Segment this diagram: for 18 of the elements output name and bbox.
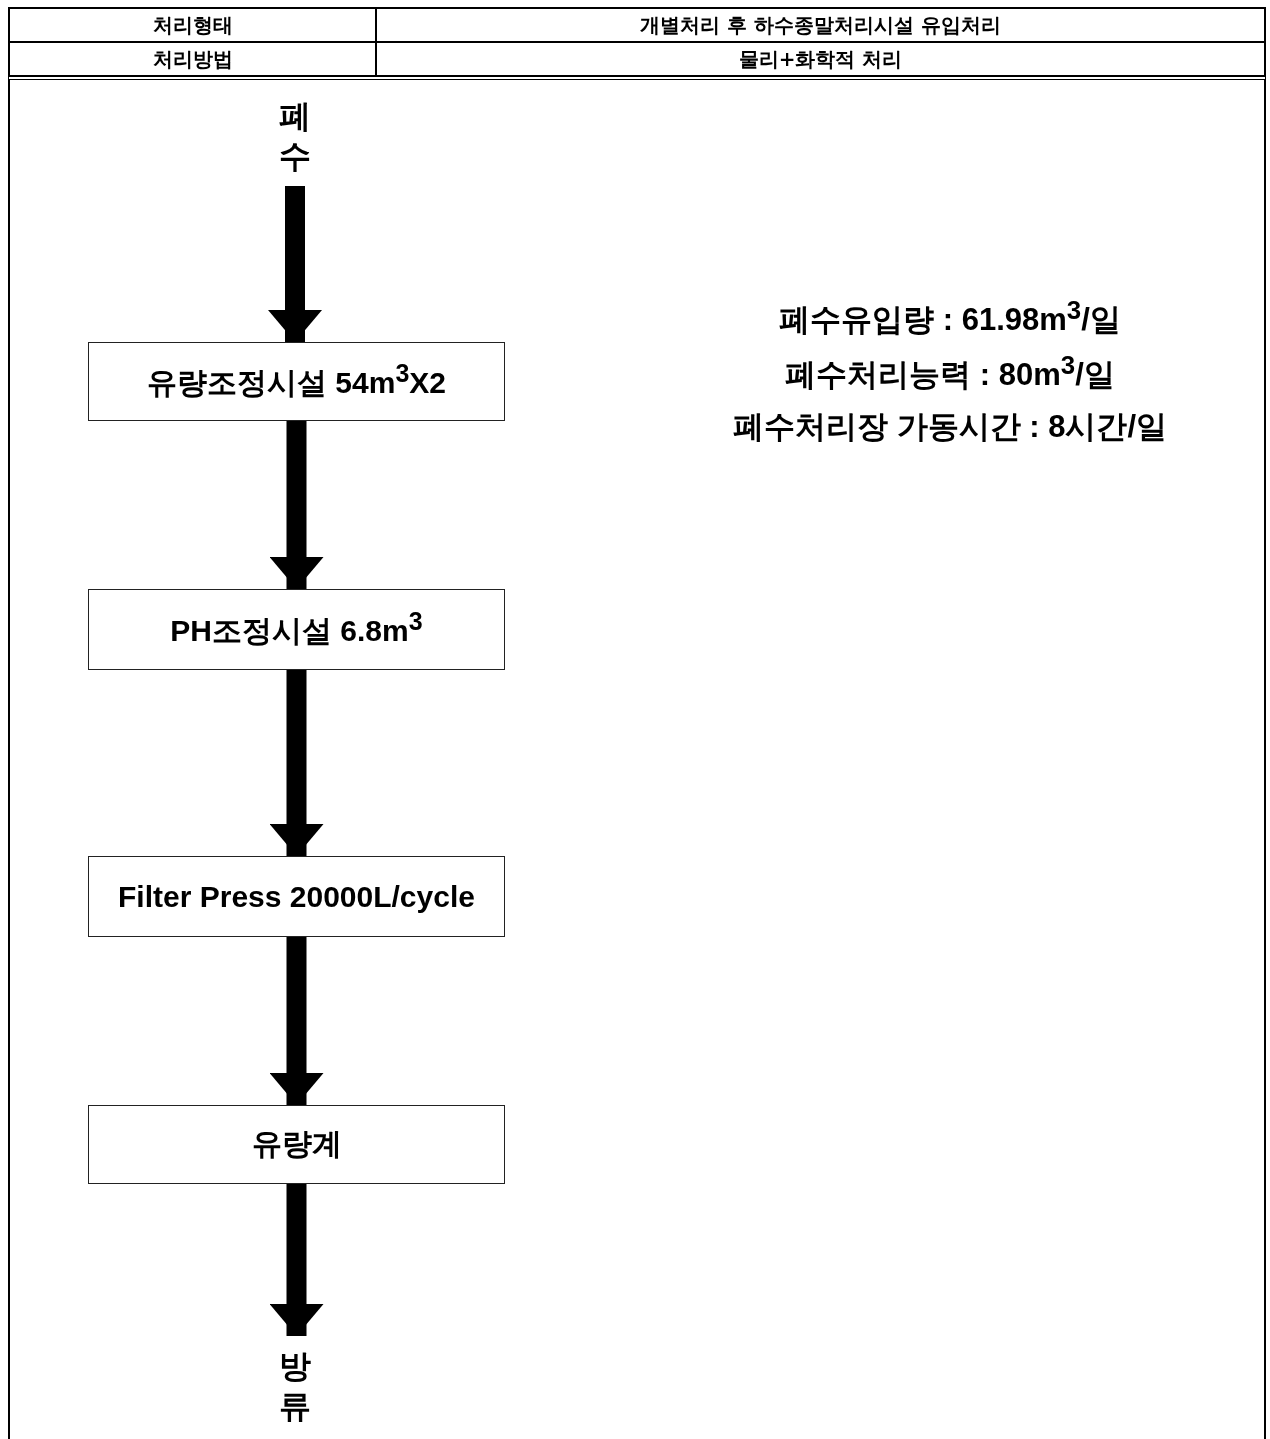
arrow [269, 670, 324, 856]
flow-start-text: 폐수 [265, 86, 325, 186]
row-header-cell: 처리형태 [9, 8, 376, 42]
spec-note: 폐수처리장 가동시간 : 8시간/일 [732, 408, 1168, 446]
arrow [269, 937, 324, 1105]
arrow [268, 186, 322, 342]
process-box: 유량조정시설 54m$^{3}$X2 [88, 342, 505, 421]
process-box: 유량계 [88, 1105, 505, 1184]
arrow [269, 421, 324, 589]
table-cell: 물리+화학적 처리 [376, 42, 1265, 76]
process-box: Filter Press 20000L/cycle [88, 856, 505, 937]
table-cell: 개별처리 후 하수종말처리시설 유입처리 [376, 8, 1265, 42]
flow-end-text: 방류 [265, 1336, 325, 1436]
spec-note: 폐수유입량 : 61.98m$^{3}$/일 [778, 296, 1122, 340]
process-box: PH조정시설 6.8m$^{3}$ [88, 589, 505, 670]
spec-note: 폐수처리능력 : 80m$^{3}$/일 [784, 351, 1116, 395]
arrow [269, 1184, 324, 1336]
row-header-cell: 처리방법 [9, 42, 376, 76]
